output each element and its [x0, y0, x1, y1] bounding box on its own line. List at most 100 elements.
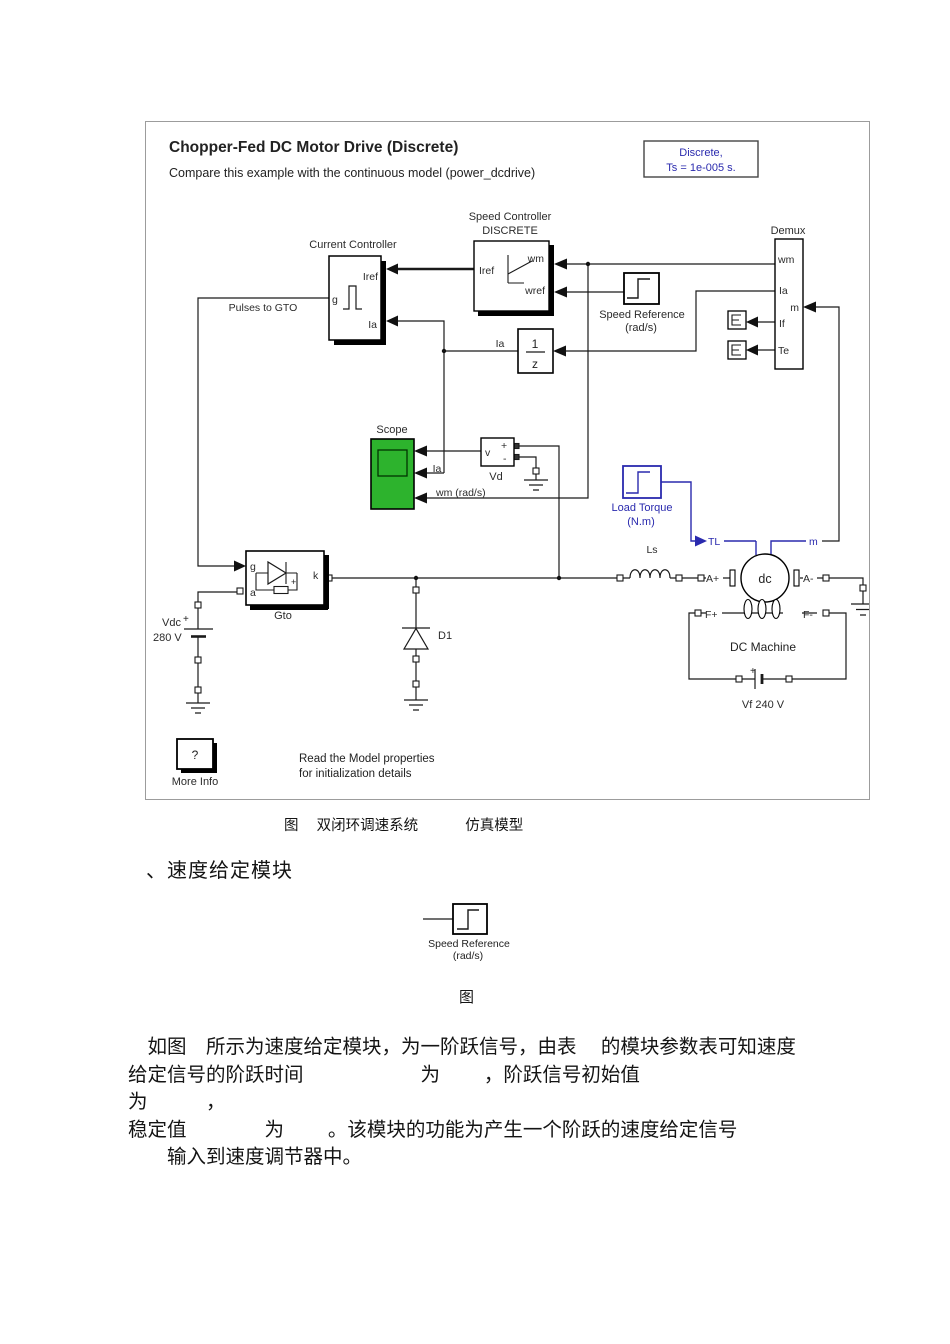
vd-label: Vd	[489, 471, 502, 483]
vd-port-minus: -	[503, 453, 507, 465]
tl-label: TL	[708, 536, 720, 548]
pin-vdc-1	[194, 601, 202, 609]
arrow-demux-m	[803, 301, 816, 313]
diode-glyph	[402, 627, 430, 650]
arrow-scope-in3	[414, 492, 427, 504]
fig2-step-glyph	[457, 909, 479, 930]
block-unit-delay: 1 z Ia	[496, 328, 554, 374]
speed-reference-body	[623, 272, 660, 305]
arrow-cc-iref	[386, 263, 398, 275]
more-info-shadow-b	[181, 769, 217, 773]
block-demux: Demux wm Ia m If Te	[771, 225, 806, 370]
dc-machine-label: DC Machine	[730, 640, 796, 654]
block-vd: v + - Vd	[480, 437, 515, 483]
discrete-note-line1: Discrete,	[679, 147, 722, 159]
speed-controller-shadow-r	[549, 245, 554, 315]
blue-signal-wires	[661, 481, 806, 555]
vd-body	[480, 437, 515, 467]
d1-label: D1	[438, 630, 452, 642]
speed-reference-label2: (rad/s)	[625, 322, 657, 334]
model-subtitle: Compare this example with the continuous…	[169, 166, 535, 180]
load-torque-step-glyph	[626, 471, 650, 494]
pin-d1-3	[412, 680, 420, 688]
block-dc-machine: Ls A+ dc A- F+ F- DC Machine + Vf 240 V	[646, 544, 814, 711]
demux-port-ia: Ia	[779, 285, 788, 297]
vdc-label: Vdc	[162, 617, 181, 629]
arrow-terminator-if	[746, 316, 758, 328]
small-figure-caption: 图	[459, 990, 475, 1006]
more-info-body	[176, 738, 214, 770]
controller-graph-glyph	[507, 255, 533, 284]
block-discrete-note: Discrete, Ts = 1e-005 s.	[643, 140, 759, 178]
gto-shadow-r	[324, 555, 329, 609]
wire-load-torque	[661, 481, 695, 542]
wire-pulses-to-gto	[197, 297, 329, 567]
pin-d1-2	[412, 655, 420, 663]
model-note-line2: for initialization details	[299, 768, 412, 780]
block-vdc-source: Vdc + 280 V	[153, 614, 189, 644]
f-plus-label: F+	[705, 609, 718, 621]
snubber-resistor	[273, 585, 289, 595]
pulses-to-gto-label: Pulses to GTO	[229, 302, 298, 314]
sc-port-iref: Iref	[479, 265, 494, 277]
arrowheads	[234, 258, 816, 572]
more-info-label: More Info	[172, 776, 218, 788]
arrow-scope-in1	[414, 445, 427, 457]
current-controller-label: Current Controller	[309, 239, 397, 251]
field-coil-1	[743, 598, 753, 620]
demux-body	[774, 238, 804, 370]
more-info-shadow-r	[213, 743, 217, 773]
vd-port-v: v	[485, 447, 491, 459]
junction-dots	[413, 261, 591, 581]
junction-d1	[413, 575, 419, 581]
figure-caption: 图 双闭环调速系统 仿真模型	[284, 818, 524, 834]
arrow-sc-wref	[554, 286, 567, 298]
block-more-info: ? More Info	[172, 738, 218, 788]
vdc-value: 280 V	[153, 632, 182, 644]
demux-port-m: m	[790, 302, 799, 314]
pin-a-plus	[697, 574, 705, 582]
gto-port-k: k	[313, 570, 319, 582]
arrow-scope-in2	[414, 467, 427, 479]
wire-ia-demux	[566, 290, 775, 352]
block-speed-reference: Speed Reference (rad/s)	[599, 272, 685, 334]
demux-port-te: Te	[778, 345, 789, 357]
gto-label: Gto	[274, 610, 292, 622]
pin-vf-left	[735, 675, 743, 683]
speed-controller-label2: DISCRETE	[482, 225, 538, 237]
current-controller-shadow-b	[334, 340, 386, 345]
a-minus-label: A-	[803, 573, 814, 585]
m-label: m	[809, 536, 818, 548]
pin-ls-left	[616, 574, 624, 582]
block-current-controller: Current Controller Iref Ia g	[309, 239, 397, 345]
unit-delay-num: 1	[532, 337, 539, 351]
machine-bracket-left	[729, 569, 736, 587]
simulink-model-figure: Chopper-Fed DC Motor Drive (Discrete) Co…	[145, 121, 870, 800]
scope-signal-ia: Ia	[433, 463, 442, 475]
scope-signal-wm: wm (rad/s)	[435, 487, 486, 499]
gto-port-g: g	[250, 561, 256, 573]
pin-vd-minus	[513, 453, 520, 461]
vdc-plus: +	[183, 614, 189, 625]
wire-tl-stub	[724, 540, 757, 555]
wire-vd-plus	[519, 445, 560, 578]
connection-pins	[194, 442, 867, 694]
load-torque-label2: (N.m)	[627, 516, 655, 528]
terminator-te-glyph	[731, 344, 741, 356]
fig2-step-body	[452, 903, 488, 935]
wire-m-stub	[770, 540, 806, 555]
discrete-note-line2: Ts = 1e-005 s.	[666, 162, 735, 174]
pin-d1-1	[412, 586, 420, 594]
arrow-cc-ia	[386, 315, 398, 327]
sc-port-wref: wref	[524, 285, 545, 297]
terminator-if-glyph	[731, 314, 741, 326]
speed-controller-shadow-b	[478, 311, 554, 316]
fig2-label1: Speed Reference	[428, 938, 510, 950]
block-load-torque: Load Torque (N.m)	[612, 465, 672, 528]
vf-label: Vf 240 V	[742, 699, 785, 711]
wire-field-loop	[688, 612, 847, 680]
dc-label: dc	[758, 572, 771, 586]
discrete-note-box	[643, 140, 759, 178]
junction-vd	[556, 575, 562, 581]
step-glyph	[627, 278, 650, 299]
